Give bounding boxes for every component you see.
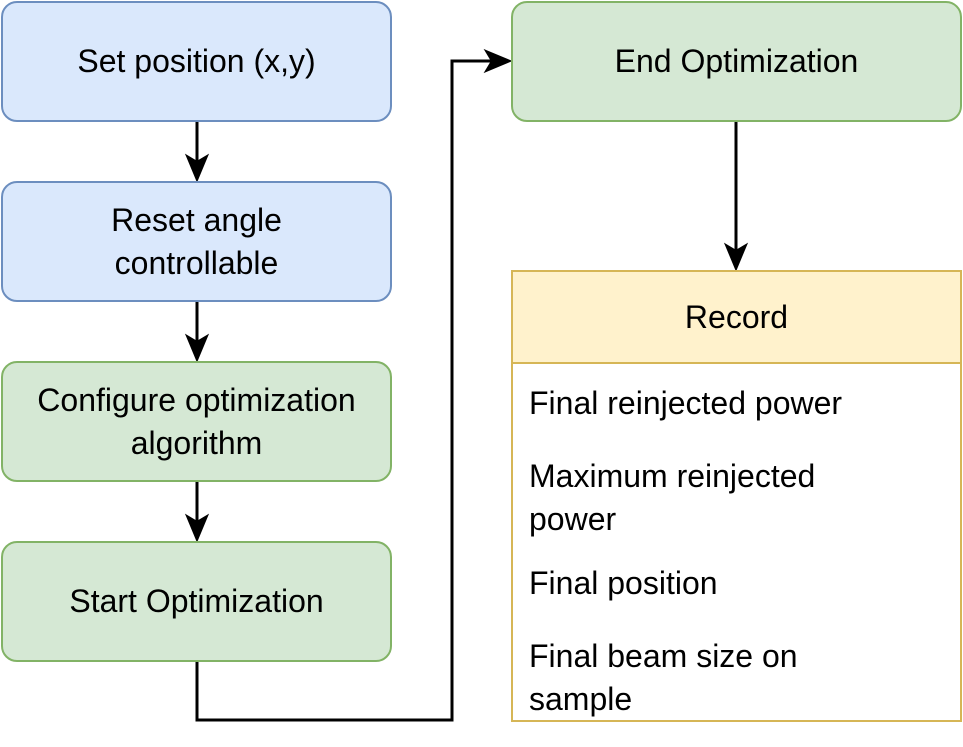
set-position-label: Set position (x,y) xyxy=(77,43,316,79)
start-optimization-node: Start Optimization xyxy=(1,541,392,662)
arrowhead-reset xyxy=(184,153,210,183)
end-optimization-label: End Optimization xyxy=(614,43,859,79)
set-position-node: Set position (x,y) xyxy=(1,1,392,122)
start-optimization-label: Start Optimization xyxy=(69,583,324,619)
reset-angle-node: Reset angle controllable xyxy=(1,181,392,302)
configure-optimization-label: Configure optimization algorithm xyxy=(37,381,356,461)
record-title: Record xyxy=(684,298,789,335)
record-item: Final beam size on sample xyxy=(529,638,798,717)
arrowhead-record xyxy=(723,242,749,272)
record-item: Maximum reinjected power xyxy=(529,458,816,537)
record-header: Record xyxy=(513,272,960,364)
configure-optimization-node: Configure optimization algorithm xyxy=(1,361,392,482)
arrowhead-start xyxy=(184,513,210,543)
arrowhead-end xyxy=(483,48,513,74)
reset-angle-label: Reset angle controllable xyxy=(111,201,282,281)
record-list: Record Final reinjected power Maximum re… xyxy=(511,270,962,722)
record-item: Final position xyxy=(529,565,718,601)
record-item: Final reinjected power xyxy=(529,385,843,421)
end-optimization-node: End Optimization xyxy=(511,1,962,122)
arrowhead-config xyxy=(184,333,210,363)
